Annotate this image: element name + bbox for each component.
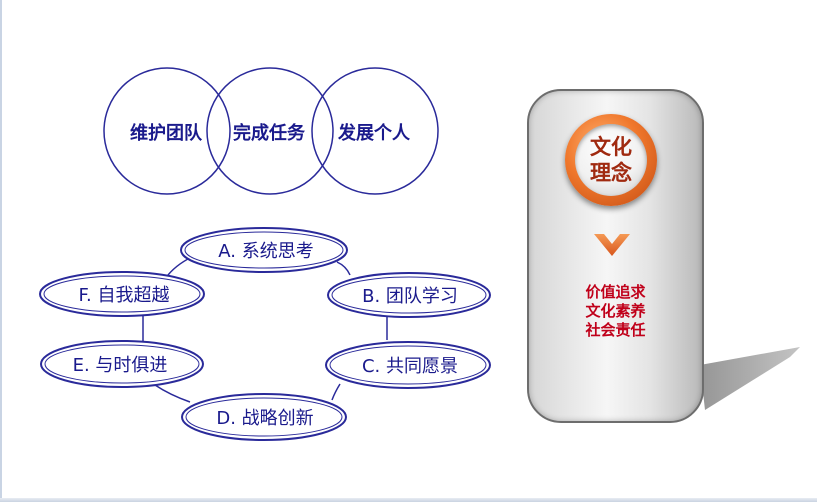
cycle-diagram: A. 系统思考 B. 团队学习 C. 共同愿景 D. 战略创新 E. 与时俱进 [39,227,491,441]
cycle-label-e: E. 与时俱进 [73,355,168,376]
panel-shadow [700,347,800,410]
culture-badge-inner: 文化 理念 [575,124,647,196]
connector-e-d [154,384,191,403]
venn-label-center: 完成任务 [233,122,306,144]
connector-a-b [336,261,351,276]
venn-circle-left [103,67,231,195]
cycle-connectors [142,254,388,403]
venn-diagram: 维护团队 完成任务 发展个人 [103,67,439,195]
connector-c-d [331,383,341,401]
cycle-node-d: D. 战略创新 [181,393,347,441]
cycle-node-f: F. 自我超越 [39,271,205,317]
badge-title-line-1: 文化 [590,135,632,159]
venn-circle-center [206,67,334,195]
value-item-1: 价值追求 [585,283,646,301]
venn-label-left: 维护团队 [130,122,203,144]
cycle-label-a: A. 系统思考 [218,241,313,262]
venn-circle-right [311,67,439,195]
cycle-label-f: F. 自我超越 [79,285,170,306]
cycle-node-a: A. 系统思考 [180,227,348,273]
cycle-node-b: B. 团队学习 [327,272,491,318]
culture-badge: 文化 理念 [565,114,657,206]
cycle-node-e: E. 与时俱进 [40,340,204,388]
cycle-node-c: C. 共同愿景 [325,341,491,389]
bottom-bar [0,498,817,502]
badge-title-line-2: 理念 [590,161,632,185]
left-edge-bar [0,0,2,502]
chevron-down-icon [594,234,630,256]
cycle-label-d: D. 战略创新 [216,408,313,429]
cycle-label-c: C. 共同愿景 [362,356,458,377]
cycle-label-b: B. 团队学习 [362,286,458,307]
value-item-3: 社会责任 [585,321,646,339]
venn-label-right: 发展个人 [337,122,411,144]
value-item-2: 文化素养 [585,302,646,320]
culture-values: 价值追求 文化素养 社会责任 [527,283,704,340]
